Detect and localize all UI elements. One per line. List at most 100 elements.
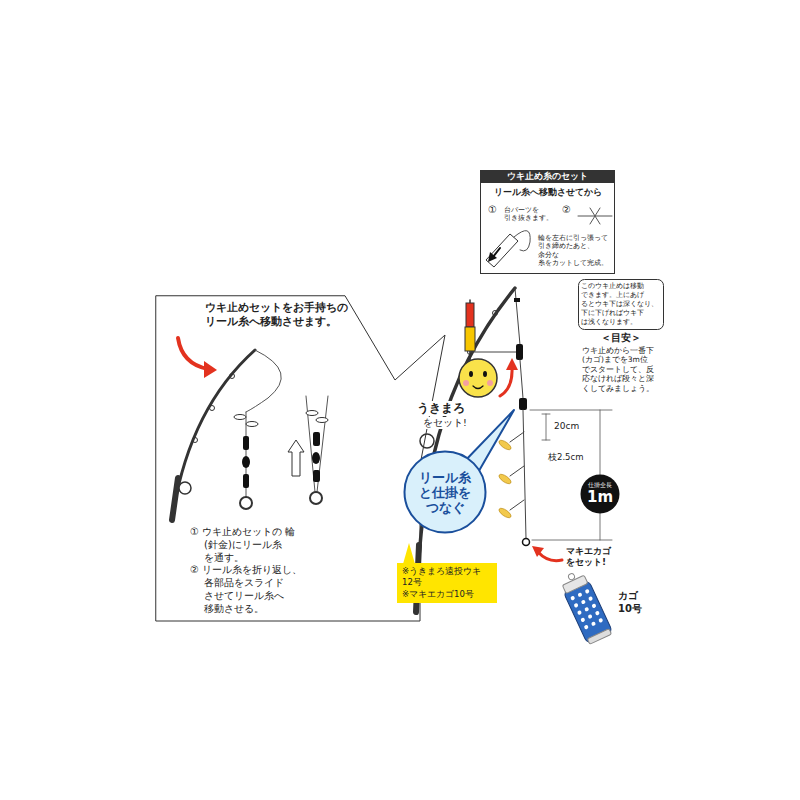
rod-handle	[172, 478, 178, 520]
fishing-line	[515, 288, 520, 345]
dimension-label: 20cm	[554, 421, 579, 432]
step-number: ①	[488, 203, 502, 216]
wire-ring	[310, 492, 322, 504]
mascot-mouth	[473, 386, 483, 389]
cage-hole	[570, 596, 575, 601]
dimension-label: 枝2.5cm	[548, 452, 583, 463]
cage-hole	[581, 599, 586, 604]
step-number: ②	[562, 203, 576, 216]
arrow-head	[488, 252, 497, 262]
speech-bubble: リール糸 と仕掛を つなぐ	[402, 450, 488, 534]
lure	[498, 507, 513, 520]
slide-arrow	[288, 440, 304, 476]
cage-bottom	[587, 629, 611, 645]
callout-label: をセット!	[423, 417, 467, 429]
wire-ring	[240, 497, 252, 509]
fishing-line	[470, 352, 517, 353]
float-stop-part	[246, 422, 258, 427]
callout-label: うきまろ	[417, 401, 465, 416]
tube-part	[486, 234, 518, 267]
arrow-head	[204, 361, 217, 378]
float-stop-part	[306, 411, 318, 416]
knot-line	[590, 208, 600, 224]
swivel	[519, 398, 527, 410]
badge-value: 1m	[580, 489, 620, 506]
float-top	[466, 303, 474, 327]
note-text: ウキ止めから一番下 (カゴ)までを3m位 でスタートして、反 応なければ段々と深…	[582, 346, 660, 393]
badge-caption: 仕掛全長	[580, 481, 620, 489]
mascot-cheek	[463, 380, 469, 386]
snap	[523, 539, 530, 546]
rig-line	[523, 410, 526, 538]
cage-hole	[577, 610, 582, 615]
box-heading: ウキ止め糸のセット	[480, 170, 615, 183]
cage-hole	[595, 610, 600, 615]
note-heading: ＜目安＞	[578, 332, 664, 345]
branch-line	[510, 432, 524, 442]
cage-hole	[580, 617, 585, 622]
float-stop-part	[234, 415, 246, 420]
bait-cage	[558, 568, 614, 645]
spec-text: ※うきまろ遠投ウキ 12号	[402, 566, 494, 588]
rod-guide	[193, 438, 198, 443]
arrow-head	[506, 358, 518, 370]
step-text: ② リール糸を折り返し、 各部品をスライド させてリール糸へ 移動させる。	[190, 563, 330, 615]
spec-text: ※マキエカゴ10号	[402, 589, 494, 600]
red-arrow	[178, 338, 208, 369]
arrow-head	[532, 546, 544, 557]
bubble-outline	[405, 452, 486, 533]
cage-hole	[585, 589, 590, 594]
swivel	[313, 470, 320, 482]
cage-hole	[587, 614, 592, 619]
reel	[420, 434, 434, 448]
swivel	[313, 432, 320, 446]
lure	[498, 473, 513, 486]
float-body	[465, 327, 475, 351]
cage-hole	[591, 603, 596, 608]
red-arrow	[500, 368, 512, 396]
branch-line	[510, 466, 524, 476]
rod-guide	[210, 406, 215, 411]
cage-hole	[591, 621, 596, 626]
float-stop-part	[316, 418, 328, 423]
spec-note: ※うきまろ遠投ウキ 12号※マキエカゴ10号	[397, 563, 497, 603]
note-box: このウキ止めは移動 できます。上にあげ るとウキ下は深くなり、 下に下げればウキ…	[578, 279, 664, 330]
cage-hole	[584, 625, 589, 630]
cage-hole	[598, 618, 603, 623]
cage-hole	[588, 596, 593, 601]
bead	[312, 452, 320, 464]
branch-line	[510, 500, 524, 510]
part-label: カゴ 10号	[618, 590, 650, 615]
panel-heading: ウキ止めセットをお手持ちの リール糸へ移動させます。	[205, 301, 355, 328]
mascot-face	[459, 359, 497, 397]
bubble-text: リール糸 と仕掛を つなぐ	[415, 470, 475, 515]
fishing-line	[520, 360, 523, 398]
box-subheading: リール糸へ移動させてから	[480, 187, 615, 198]
mascot-eye	[483, 371, 487, 377]
rod-guide	[493, 311, 498, 316]
box-outline	[481, 171, 615, 274]
knot-line	[514, 231, 530, 251]
note-outline	[579, 280, 664, 330]
step-text: ① ウキ止めセットの 輪(針金)にリール糸 を通す。	[190, 525, 315, 564]
callout-label: マキエカゴ をセット!	[566, 546, 628, 569]
cage-hole	[577, 592, 582, 597]
cage-hole	[573, 603, 578, 608]
step-text: 台パーツを 引き抜きます。	[504, 206, 554, 223]
fishing-rod	[172, 350, 255, 520]
float-stop-knot	[514, 298, 520, 302]
swivel	[243, 436, 249, 450]
step-text: 輪を左右に引っ張って 引き締めたあと、余分な 糸をカットして完成。	[538, 234, 612, 268]
note-tail	[403, 543, 415, 564]
mascot-eye	[469, 371, 473, 377]
dimension-line	[546, 414, 547, 440]
swivel	[243, 474, 249, 488]
note-fill	[397, 563, 497, 603]
mascot-cheek	[487, 380, 493, 386]
swivel	[516, 344, 523, 360]
red-arrow	[538, 552, 562, 561]
lure	[498, 439, 513, 452]
cage-hole	[584, 607, 589, 612]
